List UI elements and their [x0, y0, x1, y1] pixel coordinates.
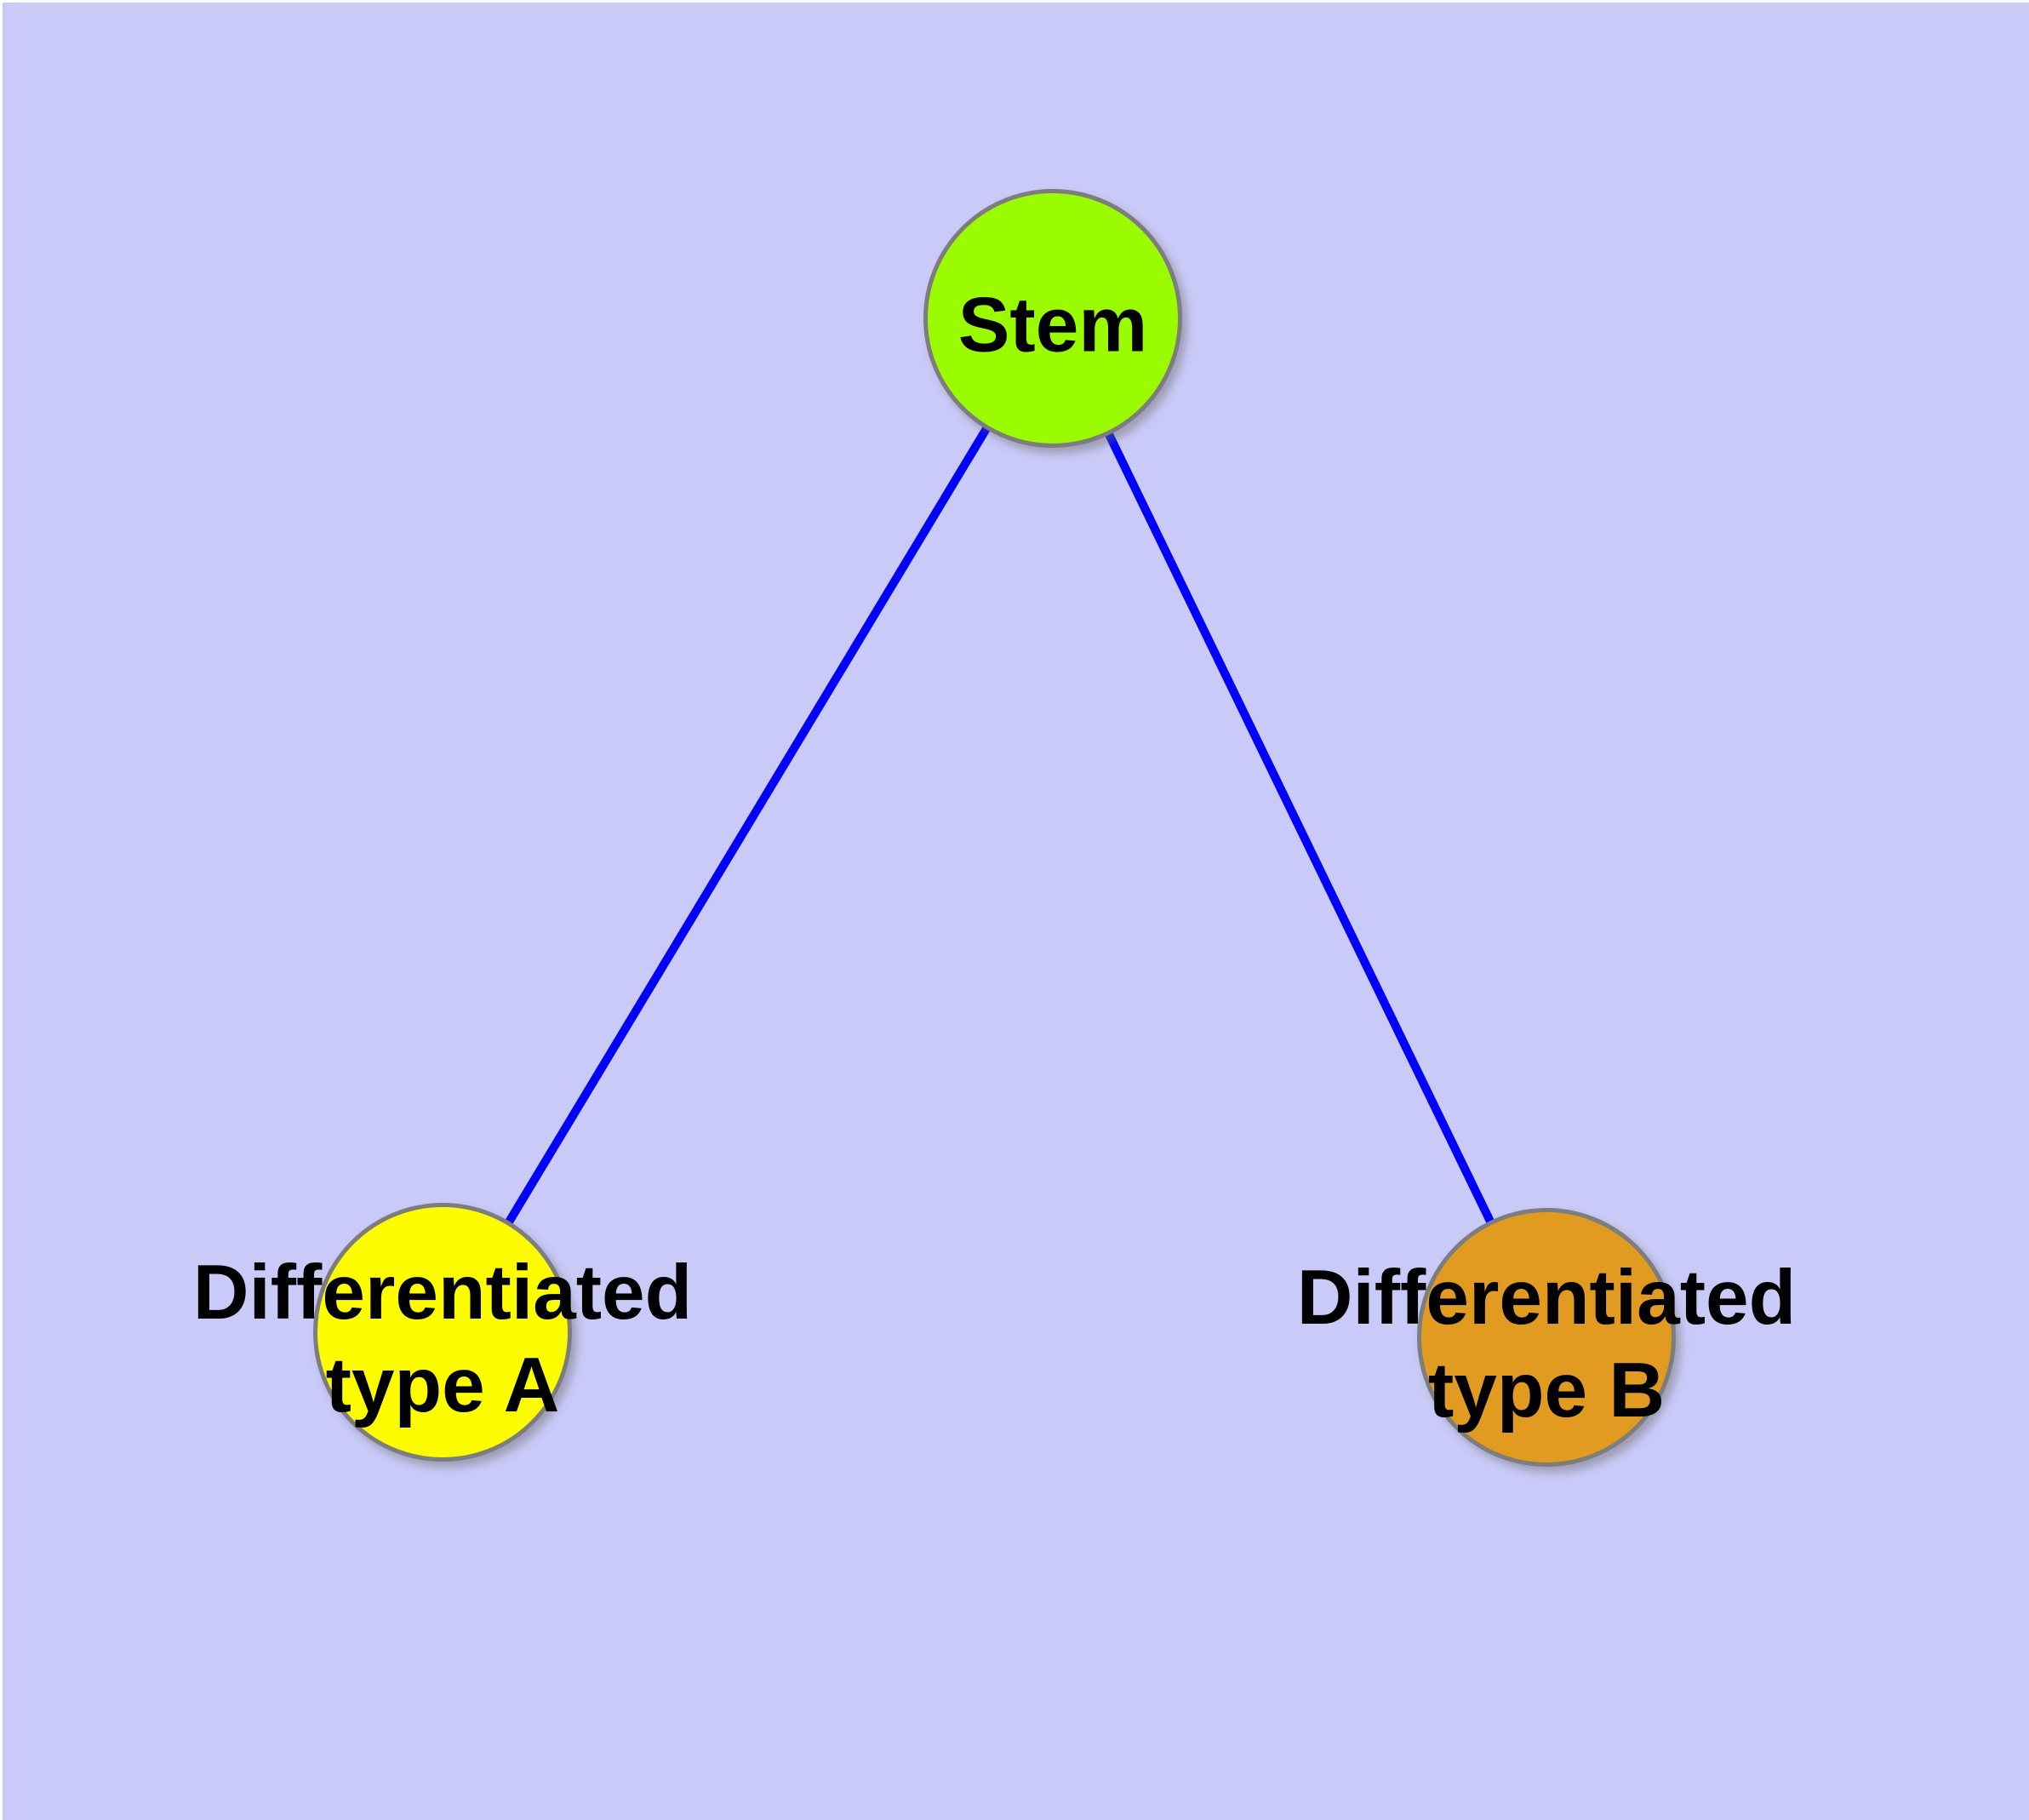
edge-stem-to-type-a — [438, 314, 1057, 1336]
node-differentiated-type-a[interactable] — [313, 1203, 572, 1462]
edge-stem-to-type-b — [1049, 314, 1551, 1342]
node-differentiated-type-b[interactable] — [1417, 1208, 1676, 1467]
node-stem[interactable] — [923, 189, 1182, 448]
